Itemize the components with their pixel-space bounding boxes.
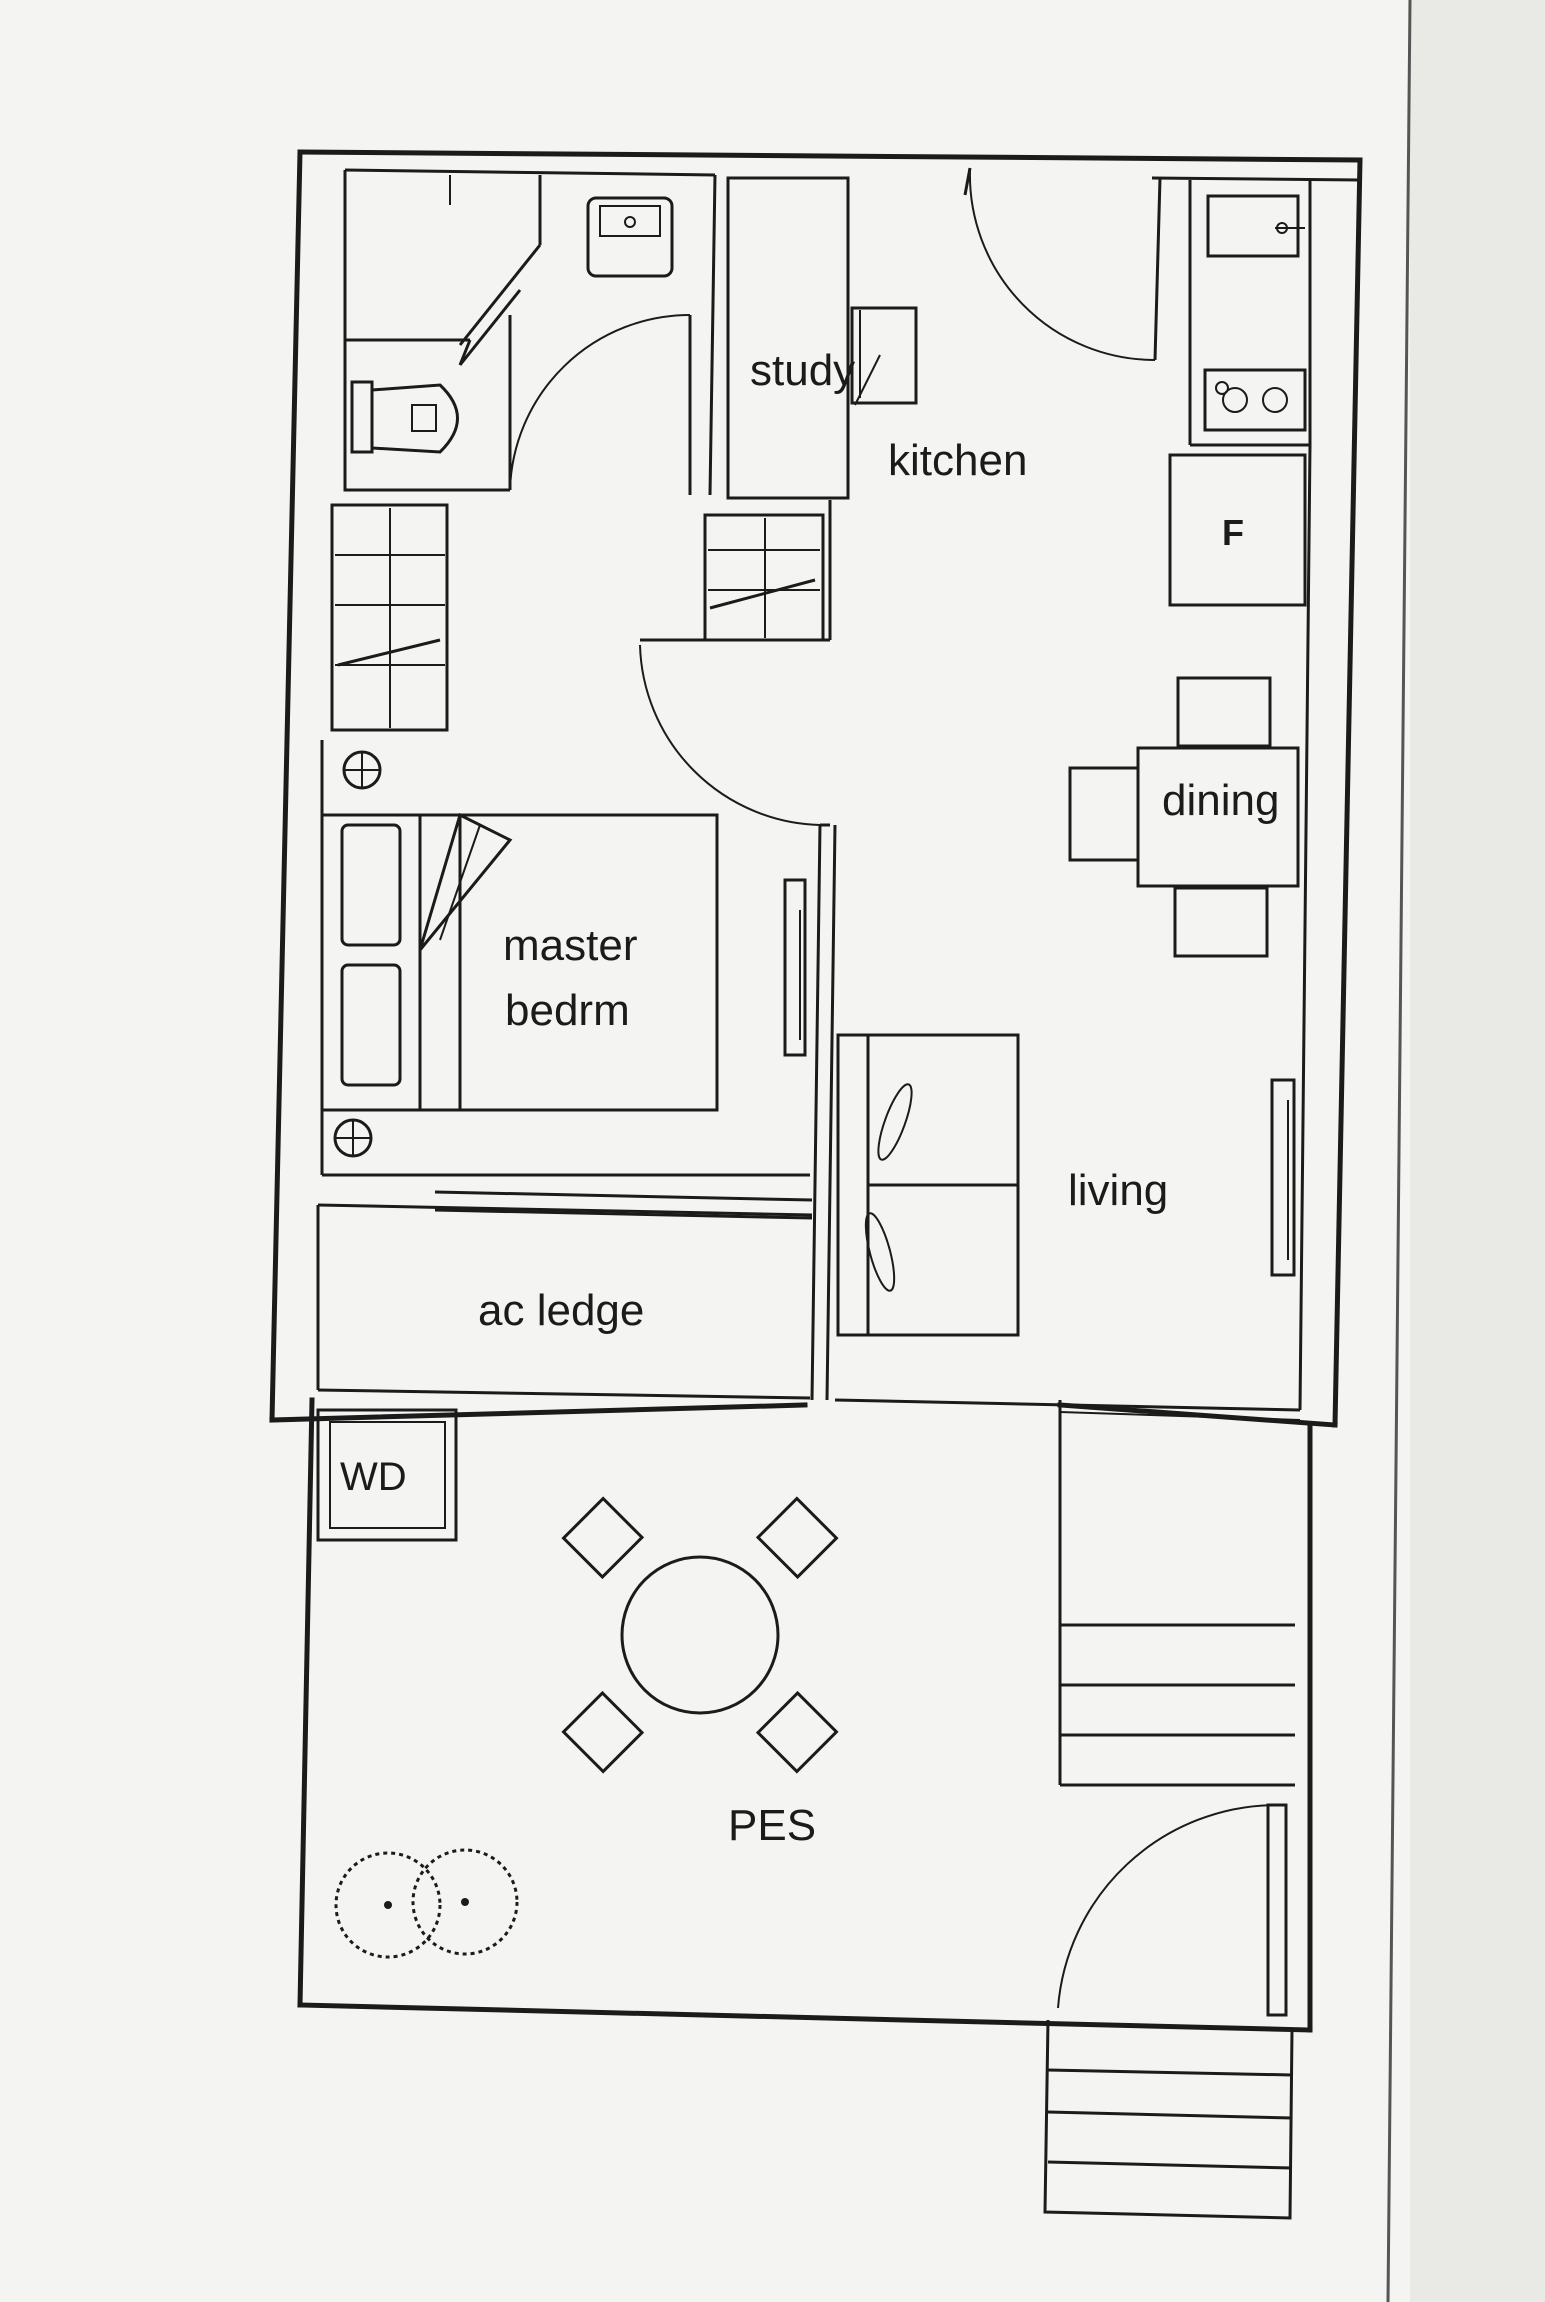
bathroom bbox=[343, 168, 717, 496]
paper-sheet bbox=[0, 0, 1410, 2302]
exterior-steps bbox=[1043, 2019, 1294, 2220]
study-label: study bbox=[750, 346, 855, 395]
washer-dryer-label: WD bbox=[340, 1455, 407, 1499]
master-bedroom-label-line2: bedrm bbox=[505, 986, 630, 1035]
sink-icon bbox=[1206, 194, 1305, 258]
master-bedroom bbox=[320, 740, 810, 1177]
bedroom-door bbox=[639, 500, 837, 1401]
toilet-icon bbox=[350, 380, 459, 454]
pes-label: PES bbox=[728, 1801, 816, 1850]
study-room bbox=[726, 176, 918, 500]
shrub-icon bbox=[334, 1848, 519, 1959]
wardrobe-left bbox=[330, 503, 449, 732]
ac-ledge-label: ac ledge bbox=[478, 1286, 644, 1335]
washer-dryer bbox=[316, 1408, 458, 1542]
entry-door bbox=[1057, 1803, 1288, 2017]
living-label: living bbox=[1068, 1166, 1168, 1215]
outer-walls bbox=[269, 149, 1363, 2033]
kitchen bbox=[963, 167, 1361, 447]
sink-icon bbox=[586, 196, 674, 278]
master-bedroom-label-line1: master bbox=[503, 921, 637, 970]
kitchen-label: kitchen bbox=[888, 436, 1027, 485]
pes-table-set bbox=[561, 1496, 839, 1774]
dining-label: dining bbox=[1162, 776, 1279, 825]
living-room bbox=[834, 444, 1312, 1785]
steps bbox=[1060, 1623, 1295, 1787]
ac-ledge bbox=[316, 1190, 813, 1400]
stove-icon bbox=[1203, 368, 1307, 432]
fridge bbox=[1168, 453, 1307, 607]
dining-set bbox=[1068, 676, 1300, 958]
paper-edge bbox=[1386, 0, 1412, 2302]
fridge-label: F bbox=[1222, 512, 1244, 553]
